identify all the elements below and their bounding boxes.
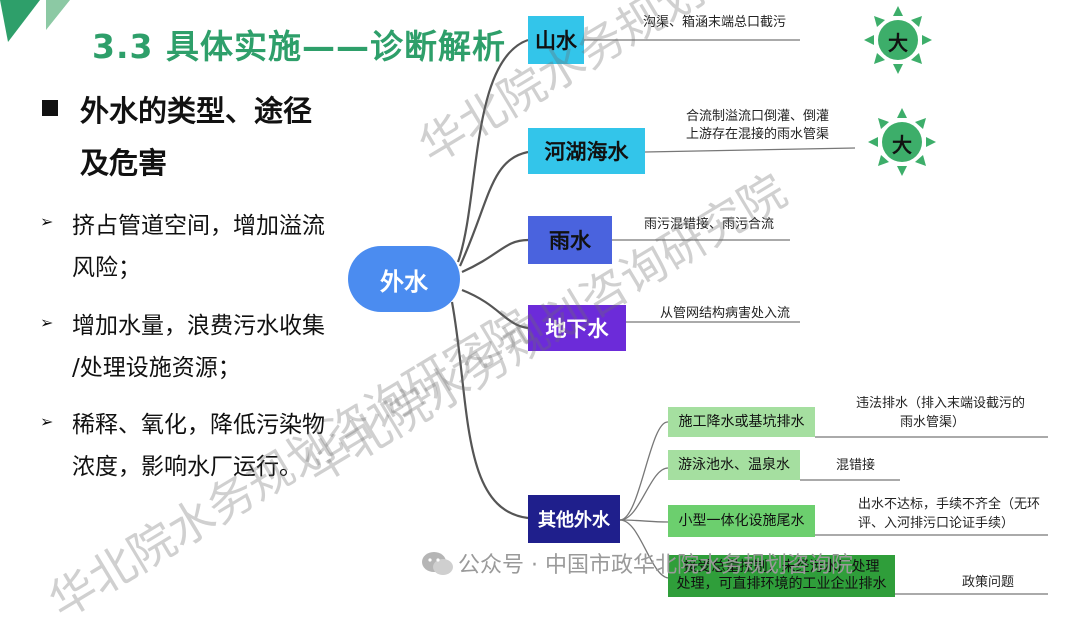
- sub-node-industrial-line-1: 接受总量控制，未经污水厂处理: [683, 559, 880, 576]
- square-bullet-icon: [42, 100, 58, 116]
- desc-construction-line-2: 雨水管渠）: [900, 415, 966, 430]
- desc-groundwater: 从管网结构病害处入流: [660, 306, 791, 321]
- branch-node-mountain: 山水: [528, 16, 584, 64]
- branch-node-river: 河湖海水: [528, 128, 645, 174]
- desc-river-line-2: 上游存在混接的雨水管渠: [686, 127, 830, 142]
- branch-node-rain: 雨水: [528, 216, 612, 264]
- mindmap-connectors: [450, 6, 1048, 595]
- arrow-bullet-icon: ➢: [40, 212, 54, 231]
- desc-industrial: 政策问题: [962, 575, 1015, 590]
- impact-label-mountain: 大: [888, 31, 908, 55]
- section-heading-line-1: 外水的类型、途径: [80, 94, 313, 128]
- sub-node-small-facility: 小型一体化设施尾水: [668, 505, 815, 537]
- branch-node-other: 其他外水: [528, 495, 620, 543]
- desc-pool: 混错接: [836, 458, 876, 473]
- slide-title: 3.3 具体实施——诊断解析: [92, 27, 506, 66]
- sub-node-construction: 施工降水或基坑排水: [668, 407, 815, 437]
- arrow-bullet-icon: ➢: [40, 313, 54, 332]
- desc-rain: 雨污混错接、雨污合流: [644, 217, 775, 232]
- desc-mountain: 沟渠、箱涵末端总口截污: [643, 15, 787, 30]
- branch-node-groundwater: 地下水: [528, 305, 626, 351]
- arrow-bullet-icon: ➢: [40, 412, 54, 431]
- desc-small-facility-line-2: 评、入河排污口论证手续）: [858, 516, 1015, 531]
- sub-node-pool: 游泳池水、温泉水: [668, 450, 800, 480]
- desc-river-line-1: 合流制溢流口倒灌、倒灌: [686, 109, 830, 124]
- sub-node-industrial-line-2: 处理，可直排环境的工业企业排水: [676, 576, 887, 592]
- bullet-3-line-2: 浓度，影响水厂运行。: [72, 454, 302, 480]
- bullet-2-line-2: /处理设施资源；: [72, 355, 241, 381]
- footer-account: 公众号 · 中国市政华北院水务规划咨询院: [458, 553, 853, 578]
- bullet-1-line-2: 风险；: [72, 255, 141, 281]
- bullet-1-line-1: 挤占管道空间，增加溢流: [72, 213, 325, 239]
- impact-label-river: 大: [892, 133, 912, 157]
- desc-construction-line-1: 违法排水（排入末端设截污的: [856, 396, 1026, 411]
- desc-small-facility-line-1: 出水不达标，手续不齐全（无环: [858, 497, 1041, 512]
- center-node-external-water: 外水: [348, 246, 460, 312]
- sun-icon-1: [864, 6, 932, 74]
- bullet-2-line-1: 增加水量，浪费污水收集: [72, 313, 325, 339]
- corner-decoration: [0, 0, 70, 42]
- section-heading-line-2: 及危害: [80, 146, 168, 180]
- bullet-3-line-1: 稀释、氧化，降低污染物: [72, 412, 325, 438]
- sun-icon-2: [868, 108, 936, 176]
- wechat-icon: [422, 552, 453, 575]
- sub-node-industrial: 接受总量控制，未经污水厂处理 处理，可直排环境的工业企业排水: [668, 555, 895, 597]
